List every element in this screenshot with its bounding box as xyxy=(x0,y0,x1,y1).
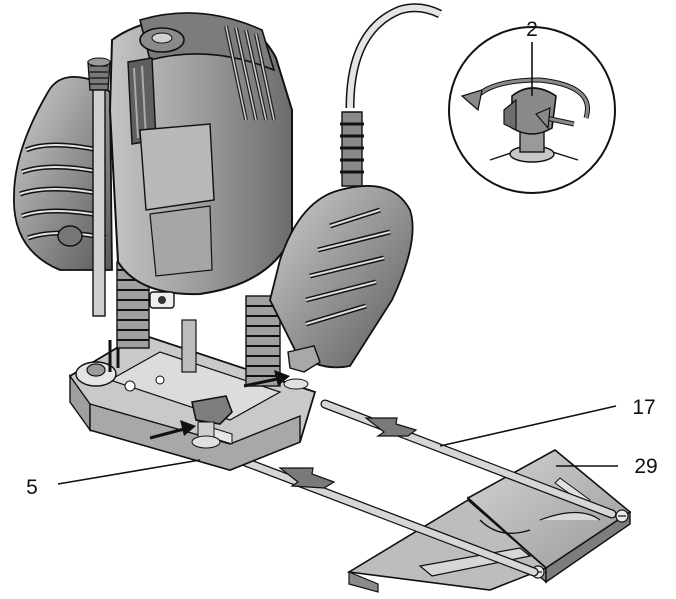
callout-base-screw: 5 xyxy=(26,476,38,499)
knob-detail-circle xyxy=(448,26,616,194)
callout-knob: 2 xyxy=(526,18,538,41)
callout-guide-rod: 17 xyxy=(632,396,655,419)
motor-housing xyxy=(108,12,293,309)
insert-arrow-icon xyxy=(364,417,418,437)
base-knob-right xyxy=(283,345,321,390)
insert-arrow-icon xyxy=(278,467,336,489)
base-knob-left xyxy=(191,395,233,449)
left-handle xyxy=(13,76,113,271)
callout-leaders xyxy=(57,42,618,485)
tighten-arrow-icon xyxy=(149,420,196,440)
tighten-arrow-icon xyxy=(243,370,290,388)
depth-stop xyxy=(87,57,111,317)
callout-parallel-guide: 29 xyxy=(634,455,657,478)
right-handle xyxy=(269,3,443,369)
